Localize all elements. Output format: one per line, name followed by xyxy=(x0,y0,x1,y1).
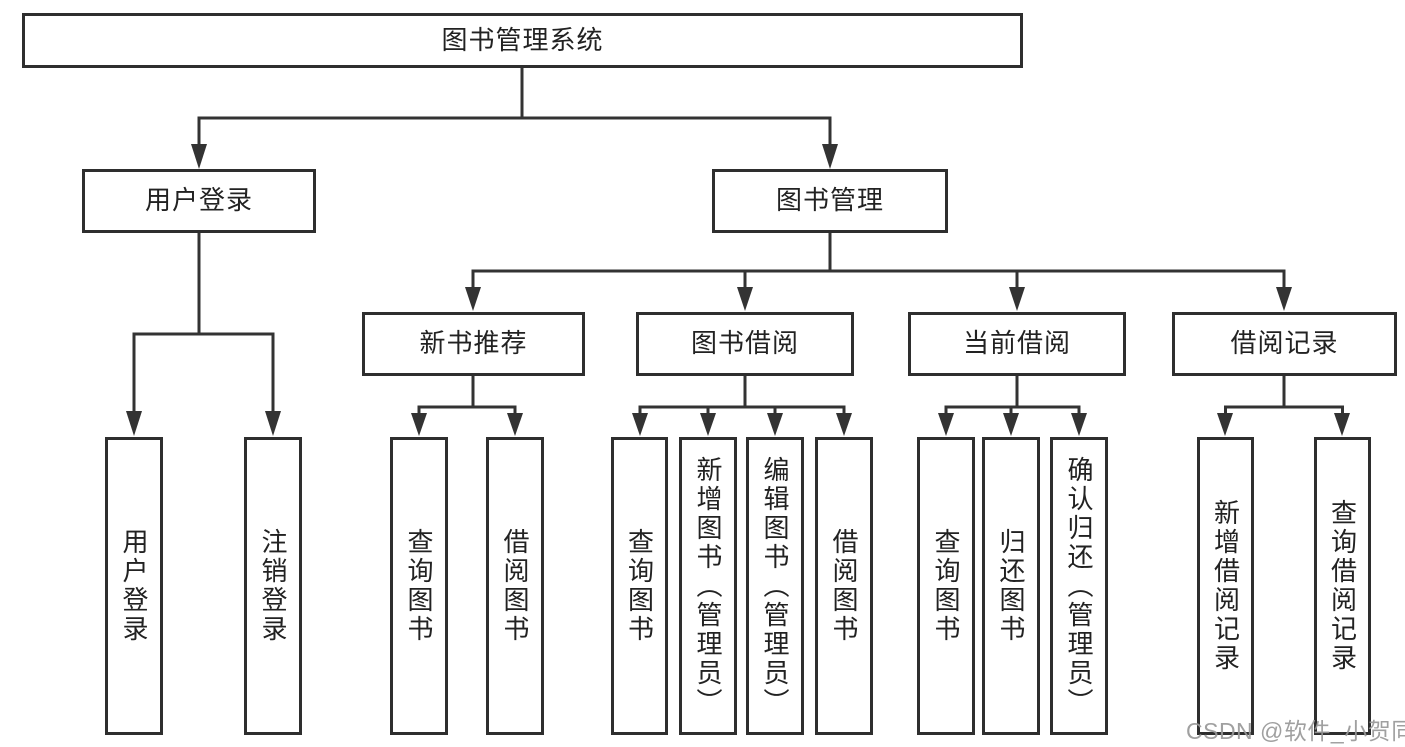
leaf-borrow-borrow-books: 借阅图书 xyxy=(815,437,873,735)
node-book-borrow: 图书借阅 xyxy=(636,312,854,376)
connector-root-branch xyxy=(191,68,838,169)
node-current-borrow: 当前借阅 xyxy=(908,312,1126,376)
leaf-logout: 注销登录 xyxy=(244,437,302,735)
node-root: 图书管理系统 xyxy=(22,13,1023,68)
leaf-newbook-query-books: 查询图书 xyxy=(390,437,448,735)
leaf-borrow-query-books: 查询图书 xyxy=(611,437,668,735)
leaf-user-login: 用户登录 xyxy=(105,437,163,735)
node-new-book-recommend: 新书推荐 xyxy=(362,312,585,376)
connector-book-borrow-branch xyxy=(632,376,852,436)
node-borrow-record: 借阅记录 xyxy=(1172,312,1397,376)
leaf-current-return-books: 归还图书 xyxy=(982,437,1040,735)
connector-user-login-branch xyxy=(126,232,281,436)
leaf-newbook-borrow-books: 借阅图书 xyxy=(486,437,544,735)
connector-current-borrow-branch xyxy=(938,376,1087,436)
leaf-current-query-books: 查询图书 xyxy=(917,437,975,735)
node-book-management: 图书管理 xyxy=(712,169,948,233)
connector-book-mgmt-branch xyxy=(465,233,1292,311)
csdn-watermark: CSDN @软件_小贺同学 xyxy=(1186,718,1405,744)
leaf-current-confirm-return-admin: 确认归还（管理员） xyxy=(1050,437,1108,735)
connector-borrow-record-branch xyxy=(1217,376,1350,436)
leaf-record-query-borrow-record: 查询借阅记录 xyxy=(1314,437,1371,735)
leaf-record-add-borrow-record: 新增借阅记录 xyxy=(1197,437,1254,735)
node-user-login: 用户登录 xyxy=(82,169,316,233)
leaf-borrow-add-books-admin: 新增图书（管理员） xyxy=(679,437,737,735)
connector-new-book-branch xyxy=(411,376,523,436)
leaf-borrow-edit-books-admin: 编辑图书（管理员） xyxy=(746,437,804,735)
